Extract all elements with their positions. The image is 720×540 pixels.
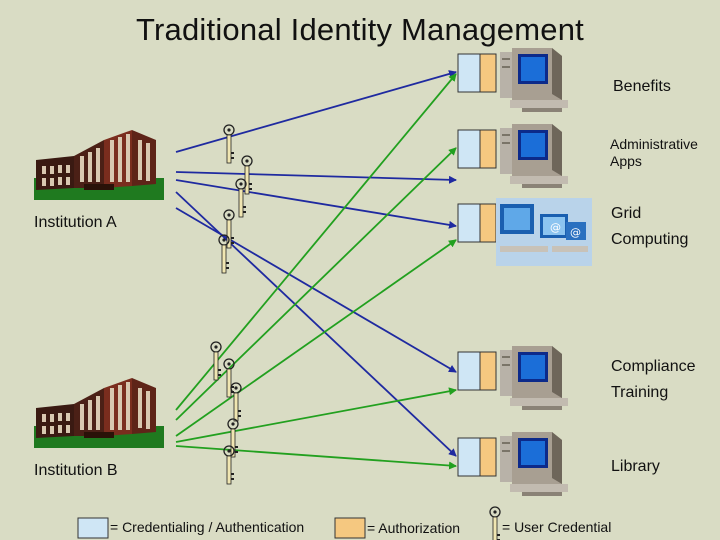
legend-authorization-swatch: [334, 517, 366, 539]
credential-key-icon: [235, 178, 247, 218]
institution-b-arrows: [175, 73, 457, 470]
grid-computer-icon: @ @: [496, 198, 592, 266]
institution-a-building-icon: [34, 130, 164, 200]
benefits-auth-boxes: [457, 53, 497, 93]
legend-key-icon: [489, 506, 501, 540]
benefits-computer-icon: [500, 48, 568, 112]
legend-authentication-swatch: [77, 517, 109, 539]
admin-apps-auth-boxes: [457, 129, 497, 169]
compliance-computer-icon: [500, 346, 568, 410]
svg-text:@: @: [570, 226, 581, 239]
page-title: Traditional Identity Management: [136, 12, 584, 47]
institution-b-building-icon: [34, 378, 164, 448]
grid-auth-boxes: [457, 203, 497, 243]
service-grid-label: Grid Computing: [611, 205, 689, 248]
legend-credential-text: = User Credential: [502, 519, 612, 535]
svg-text:@: @: [550, 221, 561, 234]
service-admin-apps-label: Administrative Apps: [610, 136, 698, 169]
service-compliance-label: Compliance Training: [611, 358, 696, 401]
library-auth-boxes: [457, 437, 497, 477]
credential-key-icon: [210, 341, 222, 381]
credential-key-icon: [223, 124, 235, 164]
institution-b-label: Institution B: [34, 462, 118, 479]
compliance-auth-boxes: [457, 351, 497, 391]
legend-authorization-text: = Authorization: [367, 520, 461, 536]
credential-key-icon: [230, 382, 242, 422]
service-benefits-label: Benefits: [613, 78, 671, 95]
service-library-label: Library: [611, 458, 660, 475]
institution-a-label: Institution A: [34, 214, 117, 231]
legend-authentication-text: = Credentialing / Authentication: [110, 519, 305, 535]
admin-apps-computer-icon: [500, 124, 568, 188]
library-computer-icon: [500, 432, 568, 496]
